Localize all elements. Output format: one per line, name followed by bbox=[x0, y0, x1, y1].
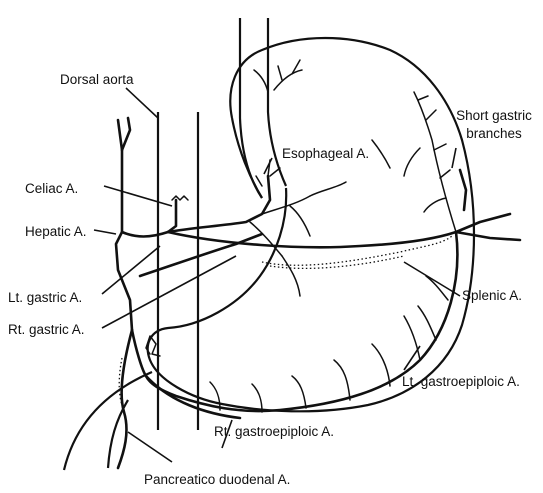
label-dorsal-aorta: Dorsal aorta bbox=[60, 72, 134, 87]
label-left-gastric-artery: Lt. gastric A. bbox=[8, 290, 82, 305]
label-hepatic-artery: Hepatic A. bbox=[25, 224, 87, 239]
label-short-gastric-line1: Short gastric bbox=[456, 108, 532, 123]
label-pancreaticoduodenal-artery: Pancreatico duodenal A. bbox=[144, 472, 290, 487]
splenic-branch-2 bbox=[456, 232, 520, 240]
hepatic-branch-right bbox=[122, 118, 130, 150]
fundus-inner-curve bbox=[232, 118, 262, 198]
label-left-gastroepiploic-artery: Lt. gastroepiploic A. bbox=[402, 374, 520, 389]
label-celiac-artery: Celiac A. bbox=[25, 181, 78, 196]
splenic-artery bbox=[168, 214, 510, 247]
celiac-coil bbox=[172, 196, 188, 200]
right-gastroepiploic-lower bbox=[146, 376, 240, 418]
dotted-line-lower bbox=[270, 256, 404, 268]
label-right-gastric-artery: Rt. gastric A. bbox=[8, 322, 85, 337]
leader-lines bbox=[94, 88, 460, 462]
label-splenic-artery: Splenic A. bbox=[462, 288, 522, 303]
label-esophageal-artery: Esophageal A. bbox=[282, 146, 369, 161]
gastroduodenal-artery bbox=[132, 330, 146, 376]
label-short-gastric-line2: branches bbox=[466, 126, 522, 141]
gastric-surface-branches bbox=[210, 276, 448, 412]
left-gastric-surface-branches bbox=[250, 182, 346, 296]
duodenum-outline bbox=[64, 372, 152, 470]
fundus-branches bbox=[254, 60, 446, 212]
label-right-gastroepiploic-artery: Rt. gastroepiploic A. bbox=[214, 424, 334, 439]
hepatic-artery bbox=[118, 120, 168, 237]
dorsal-aorta bbox=[158, 112, 198, 430]
